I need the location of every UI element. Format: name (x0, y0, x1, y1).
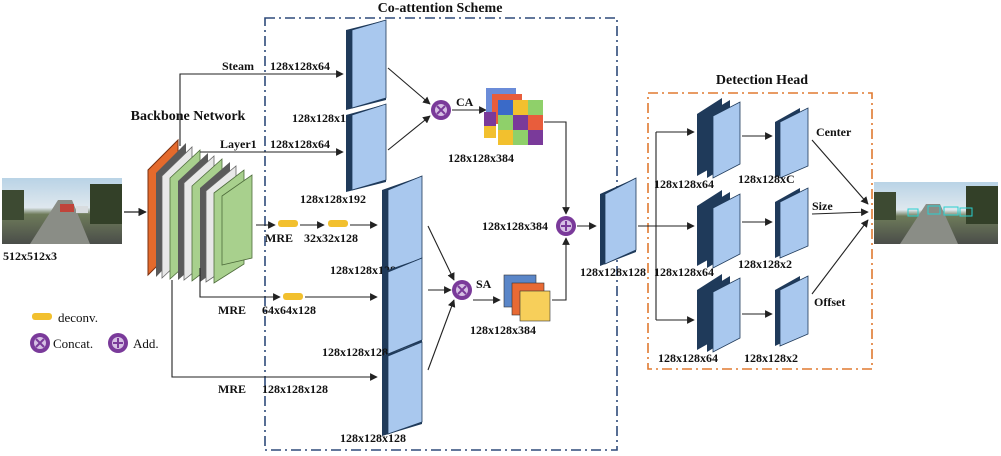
sa-to-add-line (552, 237, 570, 301)
add-op (556, 216, 576, 236)
output-image (874, 182, 998, 244)
legend-concat-label: Concat. (53, 336, 93, 351)
mre2-dim-label: 64x64x128 (262, 303, 316, 317)
size-dim-label: 128x128x2 (738, 257, 792, 271)
head-block-2 (697, 190, 741, 269)
sa-concat-op (452, 280, 472, 300)
deconv-pill-1 (278, 220, 298, 227)
ca-concat-op (431, 100, 451, 120)
sblock3-dim-label: 128x128x128 (340, 431, 406, 445)
sa-feature-stack (503, 274, 551, 322)
ca-out-label: 128x128x384 (448, 151, 514, 165)
center-to-output-arrow (811, 139, 869, 205)
mre1-dim-label: 32x32x128 (304, 231, 358, 245)
sblock1-dim-label: 128x128x128 (330, 263, 396, 277)
steam-block (346, 19, 387, 110)
size-block (775, 187, 809, 259)
layer1-block (346, 103, 387, 192)
legend-deconv-label: deconv. (58, 310, 98, 325)
mre3-block (382, 341, 423, 436)
backbone-title: Backbone Network (131, 109, 246, 124)
fused-block (600, 177, 637, 266)
steam-to-ca-arrow (387, 67, 431, 105)
deconv-pill-3 (283, 293, 303, 300)
layer1-dim-label: 128x128x64 (270, 137, 330, 151)
center-dim-label: 128x128xC (738, 172, 795, 186)
mre2-label: MRE (218, 303, 246, 317)
size-to-output-arrow (811, 208, 869, 217)
mre3-to-sa-arrow (427, 299, 456, 371)
mre3-branch-line (171, 280, 378, 381)
deconv-pill-2 (328, 220, 348, 227)
head-block-1 (697, 98, 741, 179)
h3-dim-label: 128x128x64 (658, 351, 718, 365)
ca-to-add-line (544, 121, 570, 215)
ca-feature-grid (484, 88, 543, 145)
fused-dim-label: 128x128x128 (580, 265, 646, 279)
block1-dim-label: 128x128x192 (292, 111, 358, 125)
offset-block (775, 275, 809, 347)
input-size-label: 512x512x3 (3, 249, 57, 263)
center-label: Center (816, 125, 852, 139)
head-block-3 (697, 274, 741, 353)
mre1-block (382, 175, 423, 274)
center-block (775, 107, 809, 179)
steam-dim-label: 128x128x64 (270, 59, 330, 73)
layer1-label: Layer1 (220, 137, 257, 151)
legend-add-icon (108, 333, 128, 353)
offset-dim-label: 128x128x2 (744, 351, 798, 365)
block2-dim-label: 128x128x192 (300, 192, 366, 206)
legend-add-label: Add. (133, 336, 159, 351)
size-label: Size (812, 199, 833, 213)
mre1-to-sa-arrow (427, 225, 455, 281)
legend-concat-icon (30, 333, 50, 353)
detection-head-frame (647, 92, 873, 370)
layer1-to-ca-arrow (387, 115, 431, 151)
offset-label: Offset (814, 295, 845, 309)
h1-dim-label: 128x128x64 (654, 177, 714, 191)
offset-to-output-arrow (811, 219, 869, 295)
co-attention-title: Co-attention Scheme (378, 1, 503, 16)
mre3-dim-label: 128x128x128 (262, 382, 328, 396)
detection-head-title: Detection Head (716, 73, 808, 88)
sblock2-dim-label: 128x128x128 (322, 345, 388, 359)
steam-label: Steam (222, 59, 254, 73)
mre3-label: MRE (218, 382, 246, 396)
ca-label: CA (456, 95, 474, 109)
sa-label: SA (476, 277, 492, 291)
steam-branch-line (179, 70, 344, 146)
input-image (2, 178, 122, 244)
sa-out-label: 128x128x384 (470, 323, 536, 337)
mre2-branch-line (199, 268, 281, 301)
legend-deconv-icon (32, 313, 52, 320)
h2-dim-label: 128x128x64 (654, 265, 714, 279)
add-in-label: 128x128x384 (482, 219, 548, 233)
mre1-label: MRE (265, 231, 293, 245)
backbone-stack (147, 138, 253, 284)
mre2-block (382, 257, 423, 356)
